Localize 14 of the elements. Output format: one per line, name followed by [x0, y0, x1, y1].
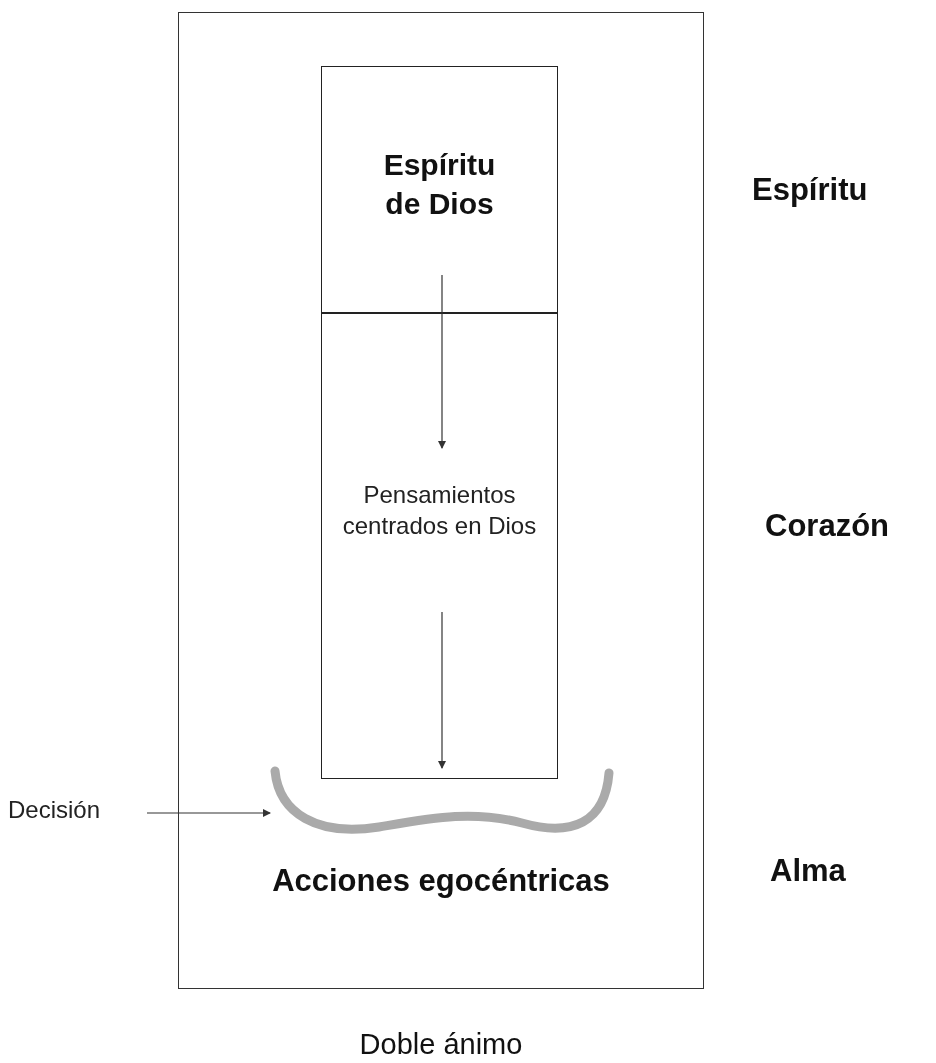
arrow [438, 611, 446, 769]
caption: Doble ánimo [358, 1028, 524, 1061]
outer-box [178, 12, 704, 989]
side-label: Alma [770, 853, 846, 889]
body-text: Pensamientos centrados en Dios [341, 480, 538, 542]
decision-label: Decisión [8, 792, 101, 828]
arrow [438, 274, 446, 449]
side-label: Espíritu [752, 172, 868, 208]
side-label: Corazón [765, 508, 889, 544]
section-text: Acciones egocéntricas [271, 862, 611, 900]
heading-text: Espíritu de Dios [382, 147, 497, 222]
inner-box [321, 66, 558, 314]
leader-arrow [146, 809, 271, 817]
inner-box [321, 312, 558, 779]
